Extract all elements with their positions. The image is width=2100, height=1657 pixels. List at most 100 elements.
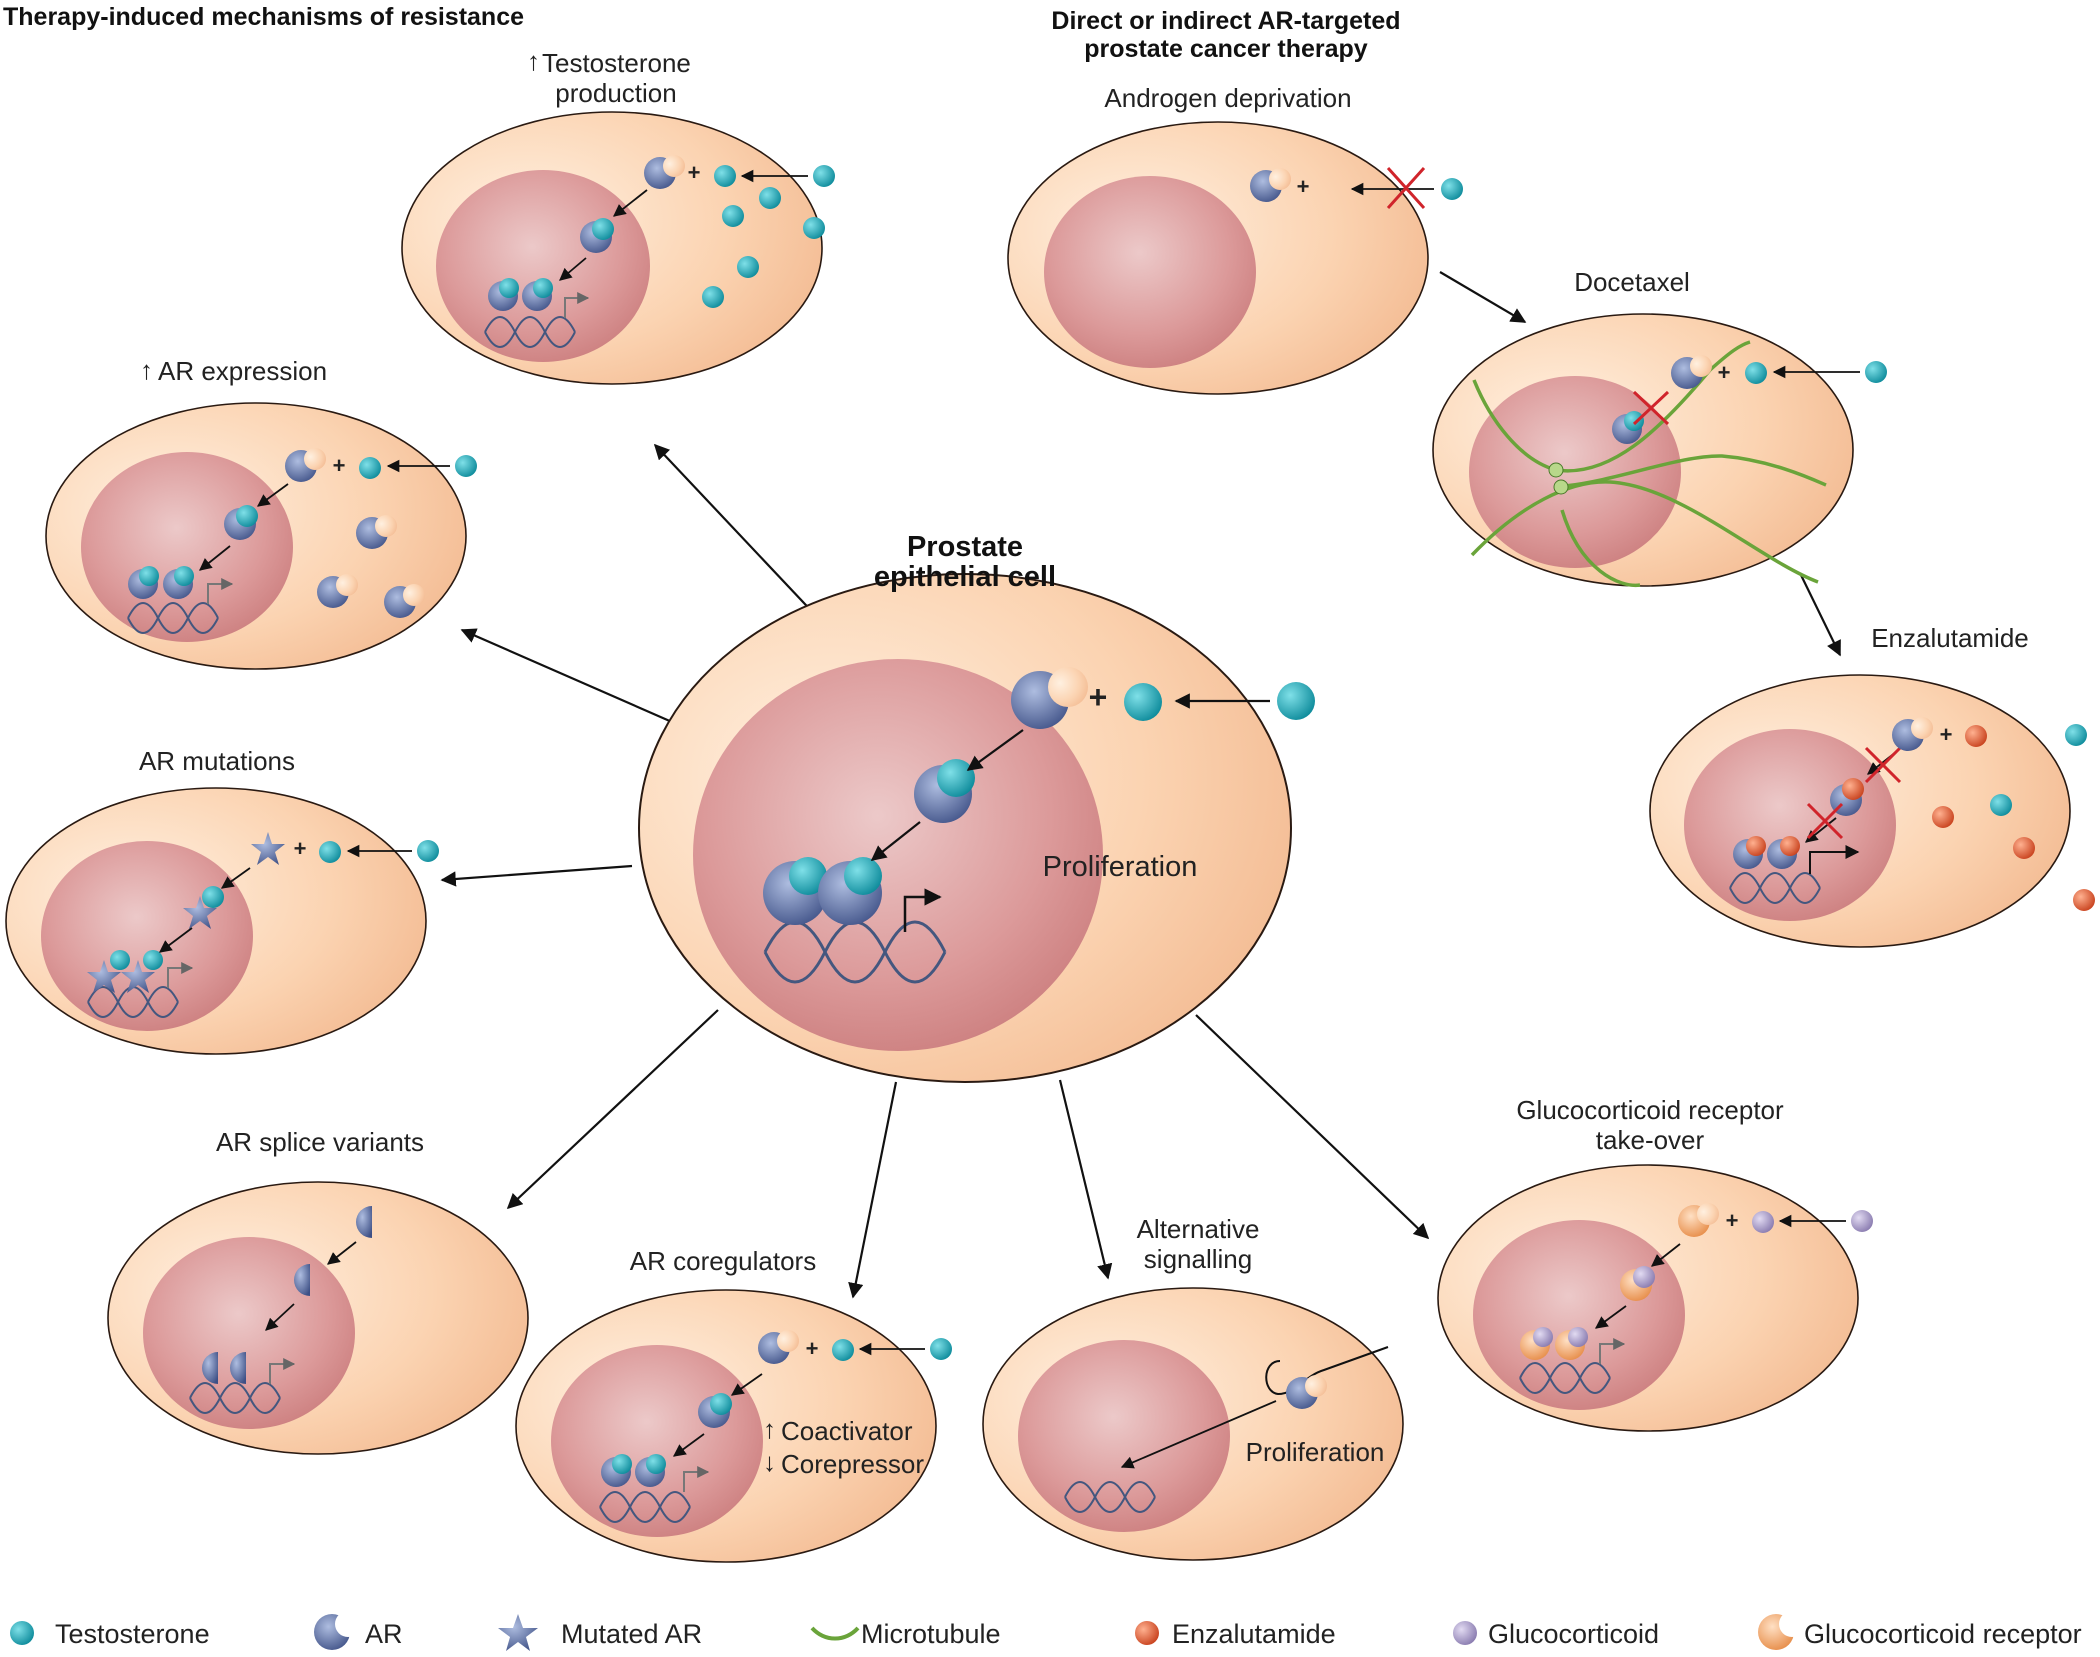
transcription-arrow: [903, 888, 942, 932]
plus-sign: +: [806, 1336, 819, 1361]
plus-sign: +: [688, 160, 701, 185]
inhibition-x-icon: [1806, 746, 1902, 840]
corepressor-label: Corepressor: [781, 1449, 924, 1479]
plus-sign: +: [1297, 174, 1310, 199]
coactivator-label: Coactivator: [781, 1416, 913, 1446]
panel-alternative-signalling: Alternative signalling Proliferation: [982, 1214, 1404, 1561]
legend-label-mutated-ar: Mutated AR: [561, 1619, 702, 1649]
panel-gr-takeover: Glucocorticoid receptor take-over +: [1437, 1095, 1873, 1432]
panel-androgen-deprivation: Androgen deprivation +: [1007, 83, 1463, 395]
central-proliferation-label: Proliferation: [1043, 851, 1198, 883]
ar-complex-transit: [914, 759, 975, 823]
up-arrow-icon: ↑: [763, 1414, 776, 1444]
ar-receptor: [356, 515, 397, 549]
testosterone-molecule: [1745, 362, 1767, 384]
binding-arrow: [870, 821, 921, 861]
nucleus: [41, 841, 253, 1031]
arrow-to-ar-splice: [506, 1009, 719, 1210]
membrane-receptor: [1265, 1346, 1389, 1396]
arrow-to-testosterone: [653, 443, 821, 621]
testosterone-molecule: [930, 1338, 952, 1360]
enzalutamide-label: Enzalutamide: [1871, 623, 2029, 653]
panel-ar-mutations: AR mutations +: [5, 746, 439, 1055]
plus-sign: +: [1089, 679, 1108, 715]
ar-receptor: [317, 574, 358, 608]
arrow-to-alt-signalling: [1058, 1079, 1113, 1280]
plus-sign: +: [1726, 1208, 1739, 1233]
legend-label-testosterone: Testosterone: [55, 1619, 210, 1649]
arrow-to-gr-takeover: [1195, 1014, 1430, 1240]
glucocorticoid-receptor: [1678, 1203, 1719, 1237]
panel-enzalutamide: Enzalutamide +: [1649, 623, 2095, 948]
up-arrow-icon: ↑: [527, 46, 540, 76]
main-arrows: [440, 271, 1841, 1299]
enzalutamide-icon: [1135, 1621, 1159, 1645]
enzalutamide-molecule: [1965, 725, 1987, 747]
ar-splice-variant: [356, 1206, 372, 1238]
enzalutamide-molecule: [2013, 837, 2035, 859]
mutated-ar-icon: [87, 960, 121, 993]
testosterone-molecule: [1124, 683, 1162, 721]
gr-takeover-line1: Glucocorticoid receptor: [1516, 1095, 1784, 1125]
alt-signalling-line2: signalling: [1144, 1244, 1252, 1274]
legend-label-glucocorticoid-receptor: Glucocorticoid receptor: [1804, 1619, 2082, 1649]
ar-splice-label: AR splice variants: [216, 1127, 424, 1157]
nucleus: [1044, 176, 1256, 368]
legend-label-ar: AR: [365, 1619, 403, 1649]
nucleus: [436, 170, 650, 362]
testosterone-molecule: [832, 1339, 854, 1361]
panel-ar-coregulators: AR coregulators + ↑ Coactivator ↓ Corepr…: [515, 1246, 952, 1563]
central-title-line2: epithelial cell: [874, 561, 1056, 593]
glucocorticoid-molecule: [1752, 1211, 1774, 1233]
alt-signalling-line1: Alternative: [1137, 1214, 1260, 1244]
testosterone-panel-line1: Testosterone: [542, 48, 691, 78]
nucleus: [693, 659, 1103, 1051]
ar-expression-label: AR expression: [158, 356, 327, 386]
mutated-ar-icon: [498, 1614, 538, 1651]
ar-icon: [314, 1611, 361, 1650]
testosterone-icon: [10, 1621, 34, 1645]
panel-ar-expression: ↑ AR expression +: [45, 355, 477, 670]
plus-sign: +: [1718, 360, 1731, 385]
ar-receptor: [1892, 717, 1933, 751]
arrow-adt-to-docetaxel: [1439, 271, 1527, 323]
ar-receptor: [285, 448, 326, 482]
enzalutamide-molecule: [1932, 806, 1954, 828]
legend: Testosterone AR Mutated AR Microtubule E…: [10, 1611, 2082, 1651]
inhibition-x-icon: [1632, 390, 1670, 426]
dna-helix: [484, 316, 576, 348]
left-header: Therapy-induced mechanisms of resistance: [3, 3, 524, 31]
right-header-line1: Direct or indirect AR-targeted: [1051, 7, 1400, 35]
testosterone-molecule: [455, 455, 477, 477]
testosterone-molecule: [1441, 178, 1463, 200]
ar-receptor: [644, 155, 685, 189]
inhibition-x-icon: [1386, 166, 1426, 210]
testosterone-molecule: [1865, 361, 1887, 383]
glucocorticoid-receptor-icon: [1758, 1611, 1805, 1650]
testosterone-molecule: [1990, 794, 2012, 816]
testosterone-molecule: [359, 457, 381, 479]
gr-takeover-line2: take-over: [1596, 1125, 1705, 1155]
alt-proliferation-label: Proliferation: [1246, 1437, 1385, 1467]
microtubule-icon: [810, 1626, 860, 1641]
central-cell: Prostate epithelial cell Proliferation +: [638, 531, 1315, 1083]
glucocorticoid-molecule: [1851, 1210, 1873, 1232]
plus-sign: +: [294, 836, 307, 861]
microtubules: [1470, 340, 1827, 588]
arrow-to-ar-mutations: [440, 864, 633, 887]
ar-coregulators-label: AR coregulators: [630, 1246, 816, 1276]
transcription-arrow: [564, 292, 590, 318]
legend-label-glucocorticoid: Glucocorticoid: [1488, 1619, 1659, 1649]
docetaxel-label: Docetaxel: [1574, 267, 1690, 297]
plus-sign: +: [333, 453, 346, 478]
ar-receptor: [1250, 168, 1291, 202]
legend-label-microtubule: Microtubule: [861, 1619, 1001, 1649]
ar-receptor: [1671, 355, 1712, 389]
ar-receptor: [1011, 667, 1088, 729]
nucleus: [551, 1345, 763, 1537]
testosterone-molecule: [813, 165, 835, 187]
legend-label-enzalutamide: Enzalutamide: [1172, 1619, 1336, 1649]
down-arrow-icon: ↓: [763, 1447, 776, 1477]
testosterone-molecule: [1277, 682, 1315, 720]
